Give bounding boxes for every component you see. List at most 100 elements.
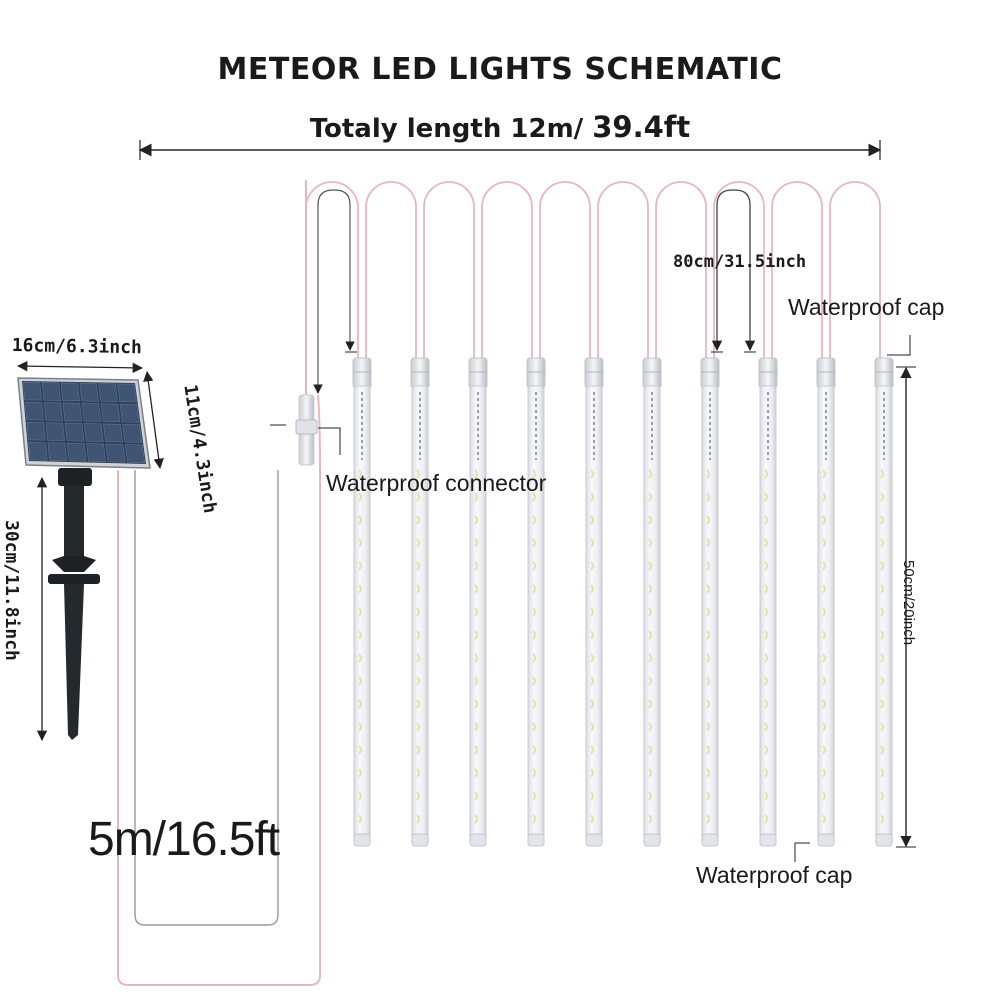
led-dot (590, 814, 594, 824)
led-dot (880, 699, 884, 709)
led-dot (764, 584, 768, 594)
tube-cap-top (410, 357, 430, 389)
led-dot (706, 607, 710, 617)
solar-cell (43, 402, 63, 421)
solar-cell (60, 382, 80, 402)
led-dot (648, 492, 652, 502)
led-dot (706, 699, 710, 709)
spacing-indicator-wire (711, 189, 756, 352)
led-dot (706, 814, 710, 824)
led-dot (764, 722, 768, 732)
led-dot (706, 676, 710, 686)
tube-cap-top (642, 357, 662, 389)
tube-cap-bottom (585, 833, 603, 847)
led-dot (590, 561, 594, 571)
led-dot (880, 745, 884, 755)
tube-cap-bottom (875, 833, 893, 847)
led-dot (764, 607, 768, 617)
led-dot (648, 515, 652, 525)
led-dot (532, 676, 536, 686)
led-dot (880, 492, 884, 502)
solar-cell (83, 423, 104, 442)
wire-loop (423, 181, 475, 365)
led-dot (648, 699, 652, 709)
led-dot (532, 814, 536, 824)
led-dot (474, 584, 478, 594)
led-dot (648, 745, 652, 755)
led-dot (590, 492, 594, 502)
solar-cell (105, 443, 126, 463)
led-dot (648, 607, 652, 617)
panel-height-dimension-line (143, 370, 164, 470)
solar-cell (24, 401, 44, 421)
lead-cable-outer (117, 394, 321, 986)
led-dot (474, 791, 478, 801)
waterproof-connector-icon (295, 180, 318, 466)
led-dot (822, 768, 826, 778)
tube-cap-bottom (701, 833, 719, 847)
wire-loop (365, 181, 417, 365)
led-dot (416, 791, 420, 801)
led-dot (358, 676, 362, 686)
led-dot (706, 768, 710, 778)
wire-loop (771, 181, 823, 365)
led-dot (358, 791, 362, 801)
led-dot (706, 745, 710, 755)
tube-cap-bottom (643, 833, 661, 847)
led-dot (532, 722, 536, 732)
waterproof-cap-bottom-label: Waterproof cap (696, 862, 853, 888)
led-dot (532, 699, 536, 709)
led-dot (706, 722, 710, 732)
led-dot (532, 469, 536, 479)
led-dot (532, 538, 536, 548)
wire-loop (539, 181, 591, 365)
led-tube (410, 357, 430, 847)
led-dot (822, 492, 826, 502)
led-dot (474, 814, 478, 824)
led-dot (764, 814, 768, 824)
led-dot (706, 791, 710, 801)
led-dot (474, 722, 478, 732)
tube-cap-top (468, 357, 488, 389)
solar-cell (47, 442, 68, 462)
inner-return-wire (317, 189, 355, 390)
lead-cable-inner (134, 470, 279, 926)
led-dot (590, 653, 594, 663)
solar-cell (103, 423, 123, 443)
panel-width-label: 16cm/6.3inch (11, 335, 143, 359)
tube-cap-top (700, 357, 720, 389)
led-dot (474, 676, 478, 686)
led-dot (764, 515, 768, 525)
led-dot (880, 791, 884, 801)
solar-cell (26, 421, 46, 441)
led-dot (822, 538, 826, 548)
led-dot (590, 722, 594, 732)
led-dot (648, 561, 652, 571)
led-dot (880, 630, 884, 640)
led-tube (352, 357, 372, 847)
led-dot (648, 469, 652, 479)
led-dot (358, 630, 362, 640)
led-dot (764, 768, 768, 778)
led-dot (416, 676, 420, 686)
led-dot (706, 630, 710, 640)
led-dot (416, 538, 420, 548)
led-dot (880, 768, 884, 778)
led-dot (880, 676, 884, 686)
tube-cap-top (526, 357, 546, 389)
led-dot (358, 469, 362, 479)
led-dot (880, 607, 884, 617)
solar-cell (117, 383, 137, 403)
led-dot (532, 768, 536, 778)
led-tubes (352, 357, 894, 847)
solar-cell (45, 422, 65, 441)
wire-loop (655, 181, 707, 365)
led-tube (874, 357, 894, 847)
tube-spacing-label: 80cm/31.5inch (673, 252, 807, 272)
solar-cell (62, 402, 83, 422)
led-dot (532, 492, 536, 502)
led-dot (532, 584, 536, 594)
led-dot (590, 584, 594, 594)
led-tube (816, 357, 836, 847)
waterproof-cap-top-label: Waterproof cap (788, 294, 945, 320)
